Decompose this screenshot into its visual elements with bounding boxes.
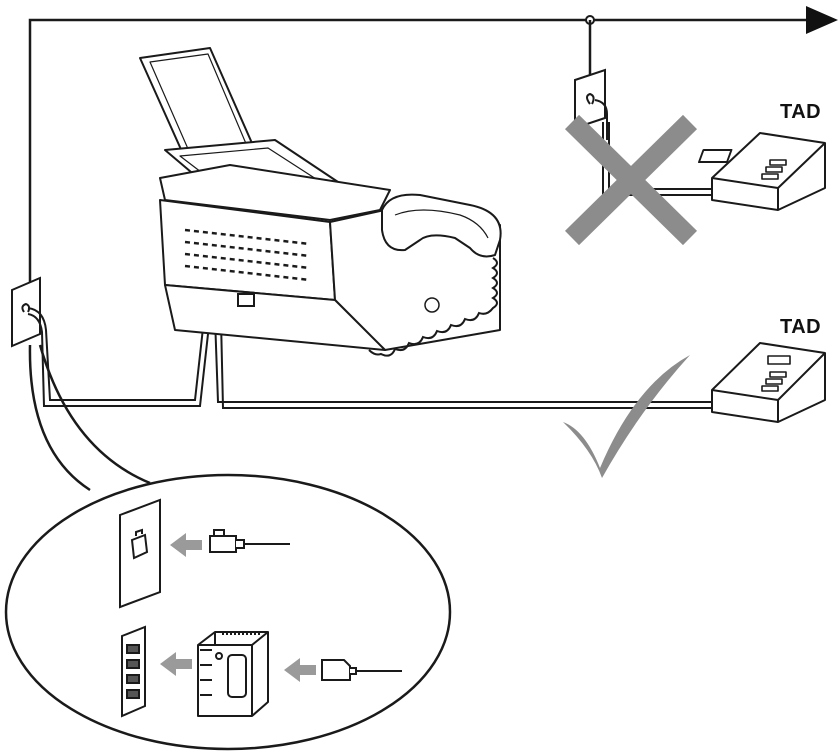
- cross-mark-icon: [564, 114, 698, 246]
- detail-arrow-bottom-right-icon: [284, 658, 316, 682]
- handset-cord: [368, 257, 498, 357]
- tad-device-bottom: [711, 342, 826, 423]
- detail-bt-socket: [121, 625, 146, 718]
- tad-device-top: [697, 132, 826, 211]
- tad-cable-bottom: [214, 317, 712, 409]
- detail-arrow-top-icon: [170, 533, 202, 557]
- detail-arrow-bottom-left-icon: [160, 652, 192, 676]
- tad-label-bottom: TAD: [780, 316, 822, 338]
- fax-line-jack: [237, 293, 255, 307]
- detail-rj-socket: [119, 498, 161, 609]
- wall-socket-left: [11, 276, 41, 348]
- fax-logo: [424, 297, 440, 313]
- detail-bt-adapter: [197, 631, 269, 717]
- tad-label-top: TAD: [780, 101, 822, 123]
- wall-socket-top: [574, 68, 608, 140]
- check-mark-icon: [563, 355, 690, 478]
- telephone-line: [28, 18, 808, 285]
- fax-grille: [184, 228, 311, 282]
- line-arrow-icon: [806, 6, 838, 34]
- detail-rj-plug: [209, 529, 290, 553]
- fax-cable: [27, 299, 243, 407]
- detail-bt-plug: [321, 659, 402, 681]
- fax-machine: [139, 47, 502, 351]
